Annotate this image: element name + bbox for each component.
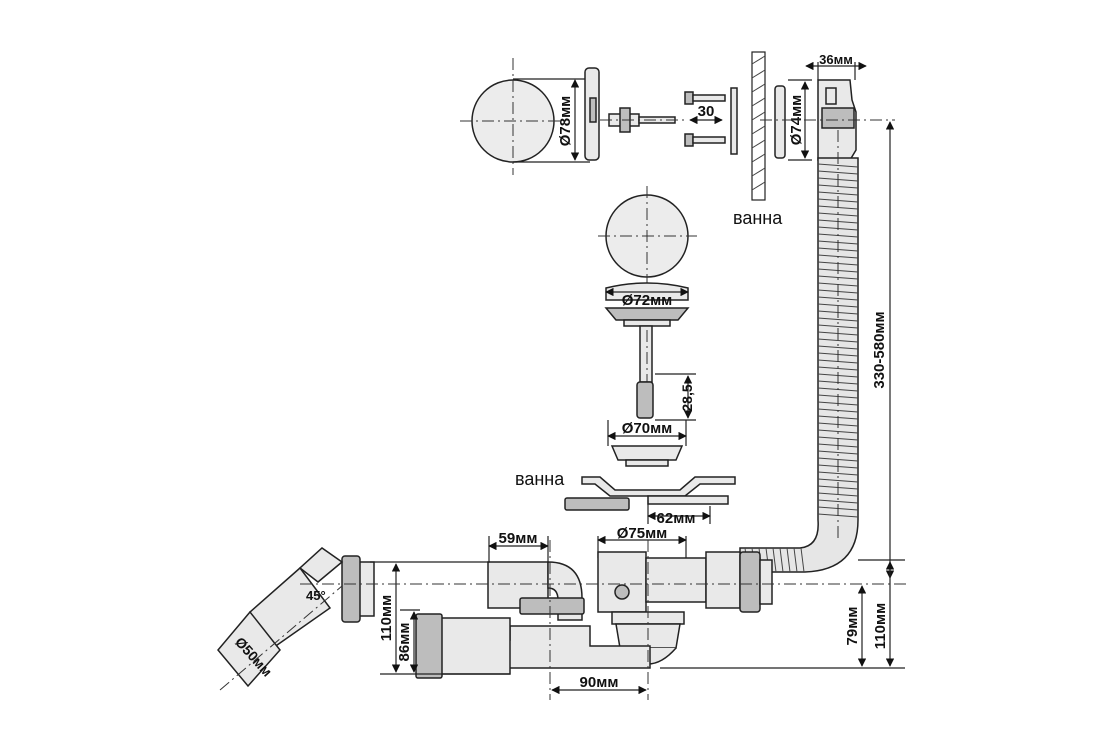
dim-hose-length: 330-580мм xyxy=(858,121,905,579)
hose-rib xyxy=(772,547,777,573)
bath-bottom: ванна 62мм xyxy=(515,469,736,527)
label-bath-top: ванна xyxy=(733,208,783,228)
hose-rib xyxy=(786,547,791,573)
left-height-dims: 110мм 86мм xyxy=(370,561,510,675)
dim-d70: Ø70мм xyxy=(622,420,673,437)
hose-rib xyxy=(817,275,859,280)
dim-h28-5: 28,5 xyxy=(679,384,695,411)
hose-rib xyxy=(793,547,798,573)
hose-rib xyxy=(817,212,859,217)
dim-d78: Ø78мм xyxy=(557,96,574,147)
hose-rib xyxy=(817,170,859,175)
dim-w36: 36мм xyxy=(819,52,853,67)
screw-top xyxy=(684,91,726,105)
hose-rib xyxy=(817,499,859,504)
outlet-45deg: 45° Ø50мм xyxy=(217,547,375,691)
overflow-assembly: Ø78мм 30 xyxy=(460,51,895,228)
hose-rib xyxy=(817,163,859,168)
screw-bottom xyxy=(684,133,726,147)
dim-bolt30: 30 xyxy=(698,103,715,120)
hose-rib xyxy=(817,296,859,301)
dim-d74: Ø74мм xyxy=(788,95,805,146)
hose-rib xyxy=(817,450,859,455)
dim-w90: 90мм xyxy=(580,674,619,691)
bath-wall-top xyxy=(751,51,766,201)
hose-rib xyxy=(817,184,859,189)
dim-d75: Ø75мм xyxy=(617,525,668,542)
dim-angle45: 45° xyxy=(306,588,326,603)
hose-rib xyxy=(817,324,859,329)
dim-d72: Ø72мм xyxy=(622,292,673,309)
hose-rib xyxy=(800,547,805,573)
hose-rib xyxy=(817,317,859,322)
dim-90-group: 90мм xyxy=(549,540,649,700)
hose-rib xyxy=(779,547,784,573)
dim-h86: 86мм xyxy=(396,623,413,662)
hose-rib xyxy=(817,471,859,476)
hose-rib xyxy=(817,366,859,371)
dim-h110-right: 110мм xyxy=(872,603,889,649)
dim-h79: 79мм xyxy=(844,607,861,646)
dim-w59: 59мм xyxy=(499,530,538,547)
hose-rib xyxy=(817,457,859,462)
siphon-body: Ø75мм 59мм xyxy=(415,525,773,679)
hose-rib xyxy=(817,429,859,434)
dim-h330-580: 330-580мм xyxy=(871,311,888,388)
hose-rib xyxy=(817,338,859,343)
hose-rib xyxy=(817,303,859,308)
hose-rib xyxy=(817,345,859,350)
dim-h110-left: 110мм xyxy=(378,595,395,641)
hose-rib xyxy=(817,191,859,196)
hose-rib xyxy=(817,492,859,497)
dim-w62: 62мм xyxy=(657,510,696,527)
hose-rib xyxy=(817,478,859,483)
label-bath-mid: ванна xyxy=(515,469,565,489)
drain-plug-assembly: Ø72мм 28,5 Ø70мм xyxy=(598,186,697,467)
right-height-dims: 79мм 110мм xyxy=(300,561,910,669)
